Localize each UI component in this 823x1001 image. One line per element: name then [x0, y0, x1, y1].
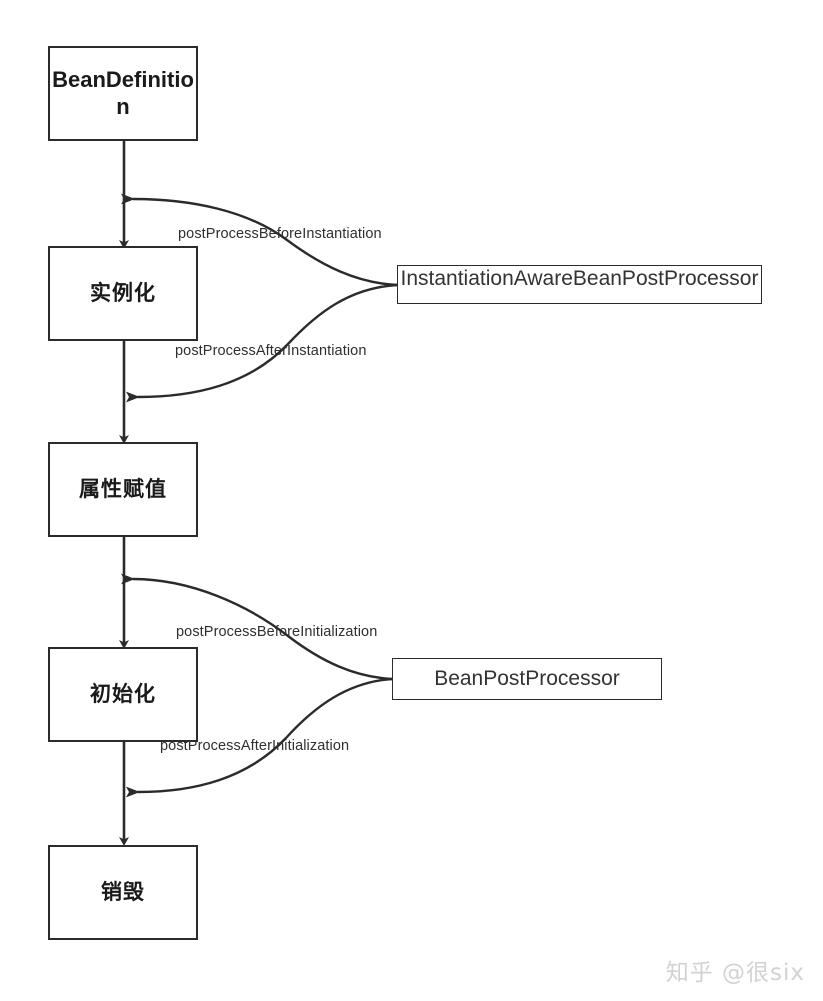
edge-label-post-process-before-initialization: postProcessBeforeInitialization — [176, 624, 378, 640]
watermark: 知乎 @很six — [665, 960, 805, 986]
callback-arrow-before-instantiation — [120, 193, 399, 287]
node-destruction-label: 销毁 — [101, 880, 145, 904]
node-bean-definition[interactable]: BeanDefinition — [48, 46, 198, 141]
callback-arrow-after-instantiation — [125, 283, 399, 403]
node-instantiation[interactable]: 实例化 — [48, 246, 198, 341]
edge-label-post-process-after-instantiation: postProcessAfterInstantiation — [175, 343, 367, 359]
node-populate-properties-label: 属性赋值 — [79, 477, 167, 501]
node-populate-properties[interactable]: 属性赋值 — [48, 442, 198, 537]
node-initialization[interactable]: 初始化 — [48, 647, 198, 742]
node-bean-post-processor[interactable]: BeanPostProcessor — [392, 658, 662, 700]
callback-arrow-before-initialization — [120, 573, 394, 681]
edge-label-post-process-before-instantiation: postProcessBeforeInstantiation — [178, 226, 382, 242]
node-destruction[interactable]: 销毁 — [48, 845, 198, 940]
node-initialization-label: 初始化 — [90, 682, 156, 706]
node-instantiation-aware-bean-post-processor[interactable]: InstantiationAwareBeanPostProcessor — [397, 265, 762, 304]
node-bean-definition-label: BeanDefinition — [52, 66, 194, 119]
callback-arrow-after-initialization — [125, 677, 394, 798]
edge-label-post-process-after-initialization: postProcessAfterInitialization — [160, 738, 350, 754]
node-bean-post-processor-label: BeanPostProcessor — [434, 667, 620, 691]
node-instantiation-label: 实例化 — [90, 281, 156, 305]
node-instantiation-aware-bean-post-processor-label: InstantiationAwareBeanPostProcessor — [400, 267, 759, 290]
